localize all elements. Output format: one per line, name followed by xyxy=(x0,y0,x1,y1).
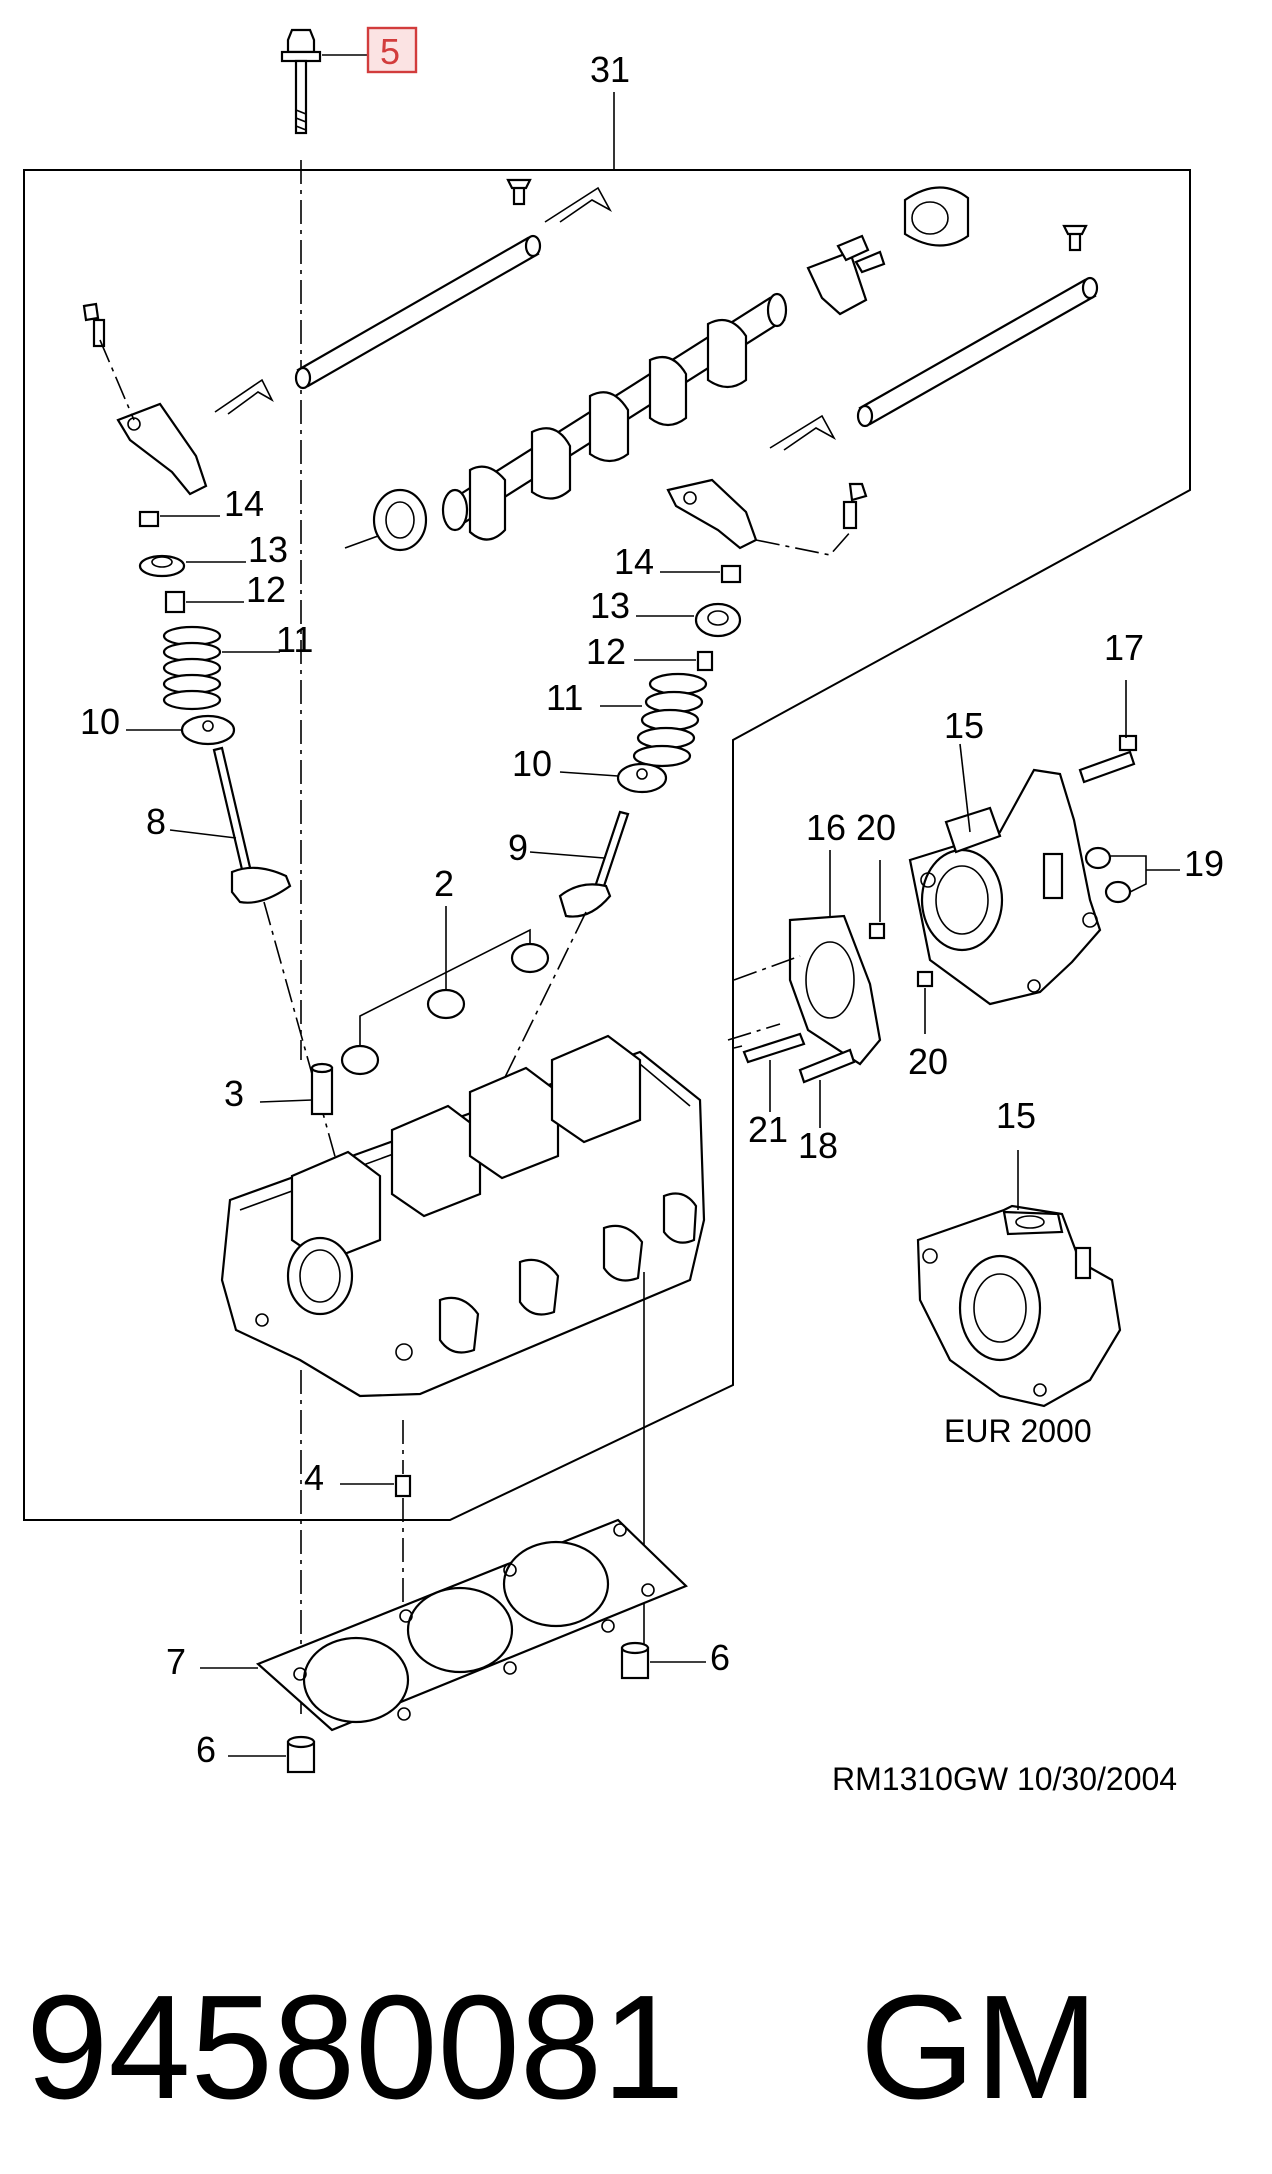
variant-label: EUR 2000 xyxy=(944,1413,1092,1449)
rocker-shaft-left xyxy=(294,178,542,390)
housing-gasket[interactable] xyxy=(788,914,882,1066)
camshaft-seal xyxy=(372,488,428,552)
drawing-reference: RM1310GW 10/30/2004 xyxy=(832,1761,1177,1797)
spring-seat-left[interactable] xyxy=(180,714,236,746)
valve-guide-left[interactable] xyxy=(310,1062,334,1116)
callout-20-bottom: 20 xyxy=(908,1041,948,1082)
valve-right[interactable] xyxy=(558,810,630,918)
spring-retainer-right[interactable] xyxy=(694,602,742,638)
thermostat-housing-eur2000[interactable] xyxy=(916,1204,1122,1408)
housing-stud-18[interactable] xyxy=(798,1048,856,1084)
housing-stud-21[interactable] xyxy=(742,1032,806,1064)
gasket-dowel-right[interactable] xyxy=(620,1641,650,1680)
callout-6-left: 6 xyxy=(196,1729,216,1770)
callout-4: 4 xyxy=(304,1457,324,1498)
callout-5[interactable]: 5 xyxy=(380,31,400,72)
valve-keeper-right[interactable] xyxy=(720,564,742,584)
callout-16: 16 xyxy=(806,807,846,848)
callout-14-left: 14 xyxy=(224,483,264,524)
sealing-plug[interactable] xyxy=(340,942,550,1076)
callout-31: 31 xyxy=(590,49,630,90)
callout-15-eur: 15 xyxy=(996,1095,1036,1136)
highlight-box[interactable] xyxy=(366,26,418,74)
callout-21: 21 xyxy=(748,1109,788,1150)
callout-11-right: 11 xyxy=(546,677,583,718)
callout-9: 9 xyxy=(508,827,528,868)
shaft-clip xyxy=(214,378,274,415)
callout-11-left: 11 xyxy=(276,619,313,660)
head-gasket[interactable] xyxy=(255,1518,688,1732)
callout-14-right: 14 xyxy=(614,541,654,582)
callout-15-top: 15 xyxy=(944,705,984,746)
valve-spring-left[interactable] xyxy=(162,625,222,711)
callout-2: 2 xyxy=(434,863,454,904)
head-dowel[interactable] xyxy=(394,1474,412,1498)
cylinder-head[interactable] xyxy=(220,1034,706,1398)
rocker-shaft-right xyxy=(856,224,1099,428)
callout-18: 18 xyxy=(798,1125,838,1166)
valve-seal-right[interactable] xyxy=(696,650,714,672)
thermostat-housing[interactable] xyxy=(908,768,1102,1006)
callout-10-left: 10 xyxy=(80,701,120,742)
callout-17: 17 xyxy=(1104,627,1144,668)
assembly-frame xyxy=(23,169,1191,1521)
housing-nut[interactable] xyxy=(1084,846,1132,904)
housing-dowel-bottom[interactable] xyxy=(916,970,934,988)
part-number: 94580081 xyxy=(26,1965,684,2130)
gasket-dowel-left[interactable] xyxy=(286,1735,316,1774)
valve-seal-left[interactable] xyxy=(164,590,186,614)
head-bolt[interactable] xyxy=(280,28,322,135)
callout-3-left: 3 xyxy=(224,1073,244,1114)
callout-7: 7 xyxy=(166,1641,186,1682)
spring-seat-right[interactable] xyxy=(616,762,668,794)
callout-10-right: 10 xyxy=(512,743,552,784)
callout-19: 19 xyxy=(1184,843,1224,884)
rocker-arm-left[interactable] xyxy=(82,302,208,496)
callout-6-right: 6 xyxy=(710,1637,730,1678)
callout-13-right: 13 xyxy=(590,585,630,626)
rocker-arm-right[interactable] xyxy=(666,478,868,550)
camshaft xyxy=(441,292,788,541)
callout-13-left: 13 xyxy=(248,529,288,570)
valve-spring-right[interactable] xyxy=(632,672,708,768)
callout-12-right: 12 xyxy=(586,631,626,672)
brand-label: GM xyxy=(860,1965,1098,2130)
callout-20-top: 20 xyxy=(856,807,896,848)
callout-8: 8 xyxy=(146,801,166,842)
valve-left[interactable] xyxy=(212,746,292,904)
valve-keeper-left[interactable] xyxy=(138,510,160,528)
housing-dowel-top[interactable] xyxy=(868,922,886,940)
stud-bolt[interactable] xyxy=(1078,734,1138,784)
spring-retainer-left[interactable] xyxy=(138,554,186,578)
callout-12-left: 12 xyxy=(246,569,286,610)
